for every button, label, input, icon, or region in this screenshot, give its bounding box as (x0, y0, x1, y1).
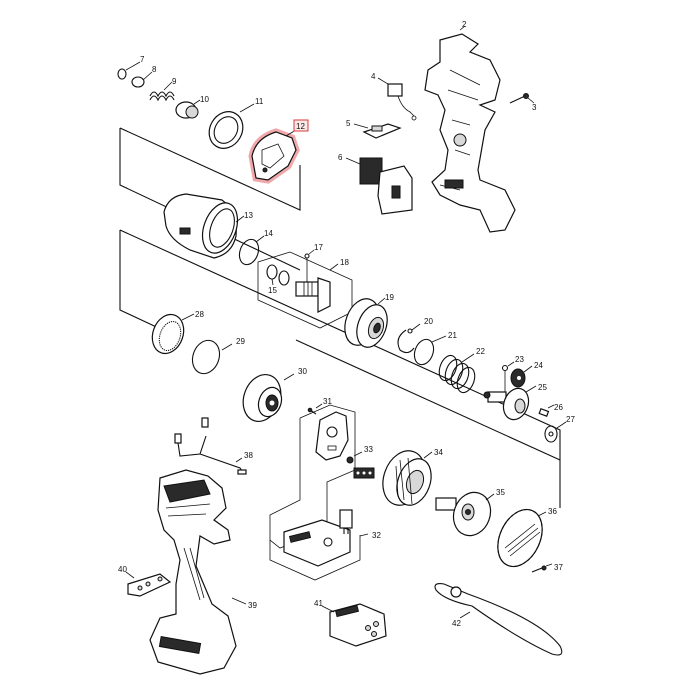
part-21-flat-washer[interactable] (411, 337, 437, 368)
part-label-23: 23 (515, 355, 524, 364)
part-3-screw[interactable] (509, 93, 529, 104)
part-24-spur-gear[interactable] (510, 368, 526, 388)
part-11-bumper-ring[interactable] (203, 106, 250, 155)
part-label-12: 12 (296, 122, 305, 131)
part-label-7: 7 (140, 55, 145, 64)
part-26-pin[interactable] (538, 407, 550, 417)
part-17-steel-ball[interactable] (304, 253, 310, 284)
part-27-washer[interactable] (544, 425, 558, 443)
part-25-spindle[interactable] (483, 385, 533, 423)
part-label-21: 21 (448, 331, 457, 340)
part-39-housing[interactable] (149, 469, 237, 675)
part-41-terminal[interactable] (329, 603, 387, 647)
part-label-34: 34 (434, 448, 443, 457)
part-label-24: 24 (534, 361, 543, 370)
part-label-32: 32 (372, 531, 381, 540)
part-33-screw[interactable] (346, 456, 354, 464)
part-36-rear-cover[interactable] (489, 502, 551, 573)
part-label-3: 3 (532, 103, 537, 112)
part-label-35: 35 (496, 488, 505, 497)
part-42-strap[interactable] (434, 583, 563, 656)
part-label-37: 37 (554, 563, 563, 572)
part-label-17: 17 (314, 243, 323, 252)
part-label-2: 2 (462, 20, 467, 29)
part-connector[interactable] (353, 467, 375, 479)
part-label-11: 11 (255, 97, 264, 106)
part-label-14: 14 (264, 229, 273, 238)
part-controller-plate[interactable] (315, 411, 349, 461)
part-label-39: 39 (248, 601, 257, 610)
part-37-screw[interactable] (531, 565, 547, 573)
part-label-18: 18 (340, 258, 349, 267)
part-label-4: 4 (371, 72, 376, 81)
part-35-rotor[interactable] (435, 487, 496, 541)
part-31-screw[interactable] (307, 407, 317, 415)
part-label-19: 19 (385, 293, 394, 302)
part-label-38: 38 (244, 451, 253, 460)
part-label-31: 31 (323, 397, 332, 406)
part-5-switch-lever[interactable] (362, 123, 402, 139)
part-18-anvil[interactable] (295, 277, 331, 313)
part-12-front-cover-highlighted[interactable] (248, 128, 300, 184)
part-10-sleeve[interactable] (175, 101, 199, 119)
part-19-hammer[interactable] (339, 294, 393, 351)
part-label-30: 30 (298, 367, 307, 376)
part-12-label-box[interactable]: 12 (293, 119, 309, 132)
part-label-13: 13 (244, 211, 253, 220)
part-8-ring[interactable] (131, 76, 145, 88)
part-20-ball-set[interactable] (397, 328, 415, 354)
part-label-40: 40 (118, 565, 127, 574)
part-15-o-rings[interactable] (266, 264, 290, 286)
part-label-28: 28 (195, 310, 204, 319)
part-label-15: 15 (268, 286, 277, 295)
part-label-9: 9 (172, 77, 177, 86)
part-2-housing[interactable] (424, 33, 516, 233)
part-label-33: 33 (364, 445, 373, 454)
part-label-8: 8 (152, 65, 157, 74)
part-label-36: 36 (548, 507, 557, 516)
part-30-bearing-box[interactable] (237, 369, 287, 426)
part-label-6: 6 (338, 153, 343, 162)
part-40-name-plate[interactable] (127, 573, 172, 597)
part-label-25: 25 (538, 383, 547, 392)
part-7-retaining-ring[interactable] (117, 68, 127, 80)
part-6-trigger-switch[interactable] (359, 157, 413, 215)
part-32-controller[interactable] (283, 509, 353, 567)
part-label-29: 29 (236, 337, 245, 346)
part-label-26: 26 (554, 403, 563, 412)
part-label-10: 10 (200, 95, 209, 104)
part-29-o-ring[interactable] (188, 337, 224, 378)
part-28-internal-gear[interactable] (147, 310, 189, 358)
part-9-spring[interactable] (149, 91, 175, 102)
part-38-lead-wire[interactable] (174, 417, 247, 475)
part-13-hammer-case[interactable] (163, 193, 244, 259)
part-label-42: 42 (452, 619, 461, 628)
part-label-5: 5 (346, 119, 351, 128)
part-label-20: 20 (424, 317, 433, 326)
part-22-spring[interactable] (436, 353, 478, 395)
part-14-washer[interactable] (236, 237, 262, 268)
part-label-22: 22 (476, 347, 485, 356)
part-label-27: 27 (566, 415, 575, 424)
part-label-41: 41 (314, 599, 323, 608)
part-4-led[interactable] (387, 83, 417, 121)
part-34-stator[interactable] (376, 445, 438, 511)
